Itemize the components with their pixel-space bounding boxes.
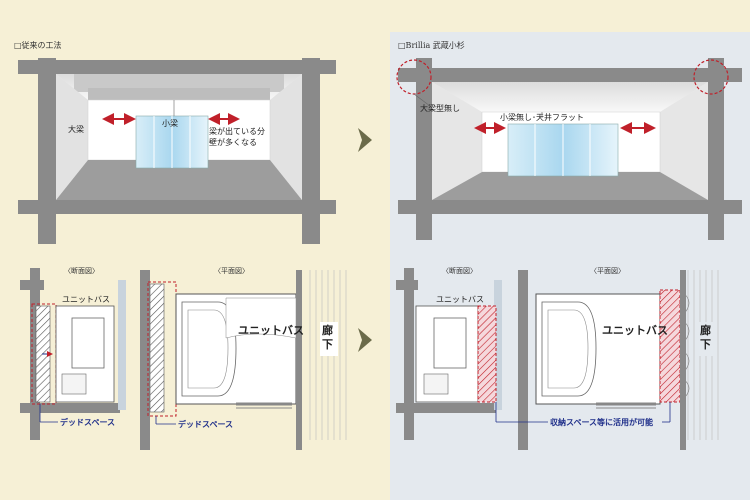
left-plan-drawing xyxy=(140,270,347,450)
right-unit-bath-small: ユニットバス xyxy=(436,295,484,304)
arrow-top xyxy=(358,128,372,152)
left-panel-title: □従来の工法 xyxy=(14,41,62,50)
right-corridor-label: 廊下 xyxy=(700,324,711,351)
left-unit-bath-small: ユニットバス xyxy=(62,295,110,304)
label-no-small-beam: 小梁無し･天井フラット xyxy=(500,113,584,122)
label-no-large-beam: 大梁型無し xyxy=(420,104,460,113)
label-wall-line1: 梁が出ている分 xyxy=(209,127,265,136)
left-corridor-label: 廊下 xyxy=(322,324,333,351)
label-small-beam: 小梁 xyxy=(162,119,178,128)
left-plan-caption: 〈平面図〉 xyxy=(214,267,249,275)
right-unit-bath-big: ユニットバス xyxy=(602,324,668,337)
label-wall-line2: 壁が多くなる xyxy=(209,138,257,147)
right-storage-label: 収納スペース等に活用が可能 xyxy=(550,418,654,427)
label-large-beam: 大梁 xyxy=(68,125,84,134)
left-section-caption: 〈断面図〉 xyxy=(64,267,99,275)
right-section-caption: 〈断面図〉 xyxy=(442,267,477,275)
left-room-perspective xyxy=(18,58,336,244)
left-dead-space-1: デッドスペース xyxy=(60,418,116,427)
right-plan-caption: 〈平面図〉 xyxy=(590,267,625,275)
right-plan-drawing xyxy=(495,270,719,450)
right-section-drawing xyxy=(396,268,502,440)
left-unit-bath-big: ユニットバス xyxy=(238,324,304,337)
left-dead-space-2: デッドスペース xyxy=(178,420,234,429)
right-panel-title: □Brillia 武蔵小杉 xyxy=(398,41,465,50)
left-section-drawing xyxy=(20,268,126,440)
arrow-bottom xyxy=(358,328,372,352)
right-room-perspective xyxy=(396,58,742,240)
